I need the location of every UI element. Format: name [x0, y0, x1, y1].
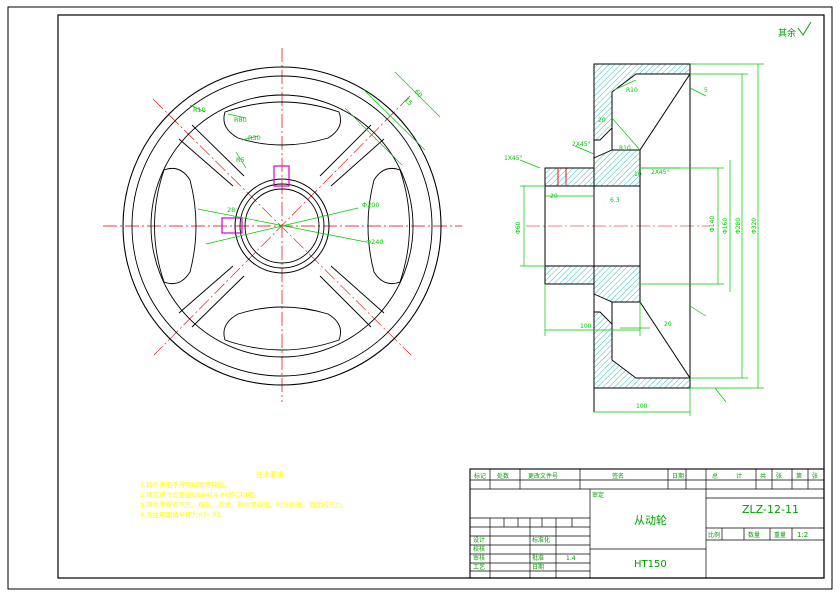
notes-line-4: 4.未注明圆角半径为R3~R5。	[140, 511, 228, 519]
hatch-top-rim	[593, 63, 691, 141]
sheet-inner-border	[57, 14, 825, 579]
corner-mark-text: 其余	[778, 27, 796, 39]
tb-right-3: 共	[760, 472, 766, 480]
front-dimension-labels: 60 15 R80 R10 R30 R5 Φ200 Φ240 28	[193, 88, 424, 246]
tb-head-4: 签名	[612, 472, 624, 480]
title-block	[469, 468, 825, 579]
section-view: R10 5 20 R10 1X45° 2X45° 10 2X45° 20 Φ14…	[504, 63, 764, 416]
dim-sec-14: Φ60	[515, 221, 522, 234]
title-block-text: 标记 处数 更改文件号 签名 日期 总 计 共 张 第 张 审定 设计 校核 审…	[473, 472, 818, 571]
dim-sec-15: 100	[580, 323, 592, 330]
hatch-hub-bottom	[544, 265, 641, 303]
dim-sec-16: 20	[664, 321, 672, 328]
tb-sign-1: 设计	[473, 536, 485, 544]
tb-sign-2: 校核	[473, 545, 485, 553]
section-keyway	[557, 168, 567, 186]
dim-sec-7: 10	[634, 171, 642, 178]
tb-head-5: 日期	[672, 472, 684, 480]
dim-sec-13: Φ320	[751, 218, 758, 234]
bore	[244, 188, 320, 264]
tb-head-2: 处数	[497, 472, 509, 480]
hub-ring	[239, 183, 325, 269]
corner-roughness-mark: 其余	[778, 21, 812, 39]
tb-right-6: 张	[812, 472, 818, 480]
front-dimension-lines	[189, 71, 441, 245]
tb-sheet-1: 比例	[708, 531, 720, 539]
hub-outer	[234, 178, 330, 274]
dim-sec-6: 2X45°	[572, 141, 591, 148]
tb-head-1: 标记	[474, 472, 486, 480]
dim-front-4: R10	[193, 106, 206, 114]
tb-sign-5: 标准化	[532, 536, 550, 544]
centerline-diagonal-a	[152, 98, 412, 356]
dim-front-2: 15	[403, 96, 415, 108]
notes-line-2: 2.铸造尺寸公差按GB6414-86的CT8级。	[140, 491, 261, 499]
tb-material: HT150	[634, 559, 667, 570]
rim-inner	[150, 94, 414, 358]
dim-front-9: 28	[227, 206, 235, 214]
spokes	[178, 124, 385, 328]
tb-part-name: 从动轮	[634, 513, 667, 527]
dim-sec-10: Φ140	[709, 216, 716, 232]
keyway-left	[221, 217, 243, 234]
dim-sec-8: 2X45°	[651, 169, 670, 176]
section-outline	[544, 64, 691, 412]
dim-front-6: R5	[236, 156, 245, 164]
notes-line-3: 3.铸件不得有气孔、缩孔、夹渣、裂纹等缺陷。时效处理，消除内应力。	[140, 501, 348, 509]
dim-sec-4: R10	[619, 145, 631, 152]
tb-scale: 1:2	[797, 531, 808, 539]
tb-stamp: 审定	[592, 491, 604, 499]
section-dimension-labels: R10 5 20 R10 1X45° 2X45° 10 2X45° 20 Φ14…	[504, 87, 758, 410]
outer-rim	[122, 66, 442, 386]
tb-sign-6: 批准	[532, 554, 544, 562]
tb-head-3: 更改文件号	[528, 472, 558, 480]
tb-sign-3: 审核	[473, 554, 485, 562]
technical-notes: 技术要求 1.铸件表面不得有砂眼等缺陷。 2.铸造尺寸公差按GB6414-86的…	[140, 470, 440, 520]
dim-sec-12: Φ280	[735, 218, 742, 234]
section-dimension-lines	[519, 63, 764, 416]
tb-small: 1.4	[566, 555, 576, 562]
tb-right-5: 第	[796, 472, 802, 480]
tb-sign-4: 工艺	[473, 563, 485, 571]
dim-front-7: Φ200	[362, 201, 380, 209]
tb-drawing-number: ZLZ-12-11	[742, 503, 799, 516]
dim-sec-11: Φ160	[722, 218, 729, 234]
dim-front-8: Φ240	[366, 238, 384, 246]
dim-sec-1: R10	[626, 87, 638, 94]
tb-right-4: 张	[776, 472, 782, 480]
dim-front-5: R30	[248, 134, 261, 142]
tb-sheet-2: 数量	[748, 531, 760, 539]
roughness-check-icon	[797, 21, 812, 36]
dim-sec-3: 20	[598, 117, 606, 124]
rim-second	[131, 75, 433, 377]
tb-sheet-3: 重量	[774, 531, 786, 539]
tb-sign-7: 日期	[532, 563, 544, 571]
dim-sec-17: 100	[636, 403, 648, 410]
dim-sec-18: 6.3	[610, 197, 620, 204]
notes-line-1: 1.铸件表面不得有砂眼等缺陷。	[140, 481, 231, 489]
dim-sec-2: 5	[704, 87, 708, 94]
dim-sec-9: 20	[550, 193, 558, 200]
dim-front-1: 60	[413, 88, 425, 100]
sheet-outer-border	[7, 6, 833, 590]
tb-right-2: 计	[736, 472, 742, 480]
lightening-windows	[154, 101, 410, 351]
keyway-top	[273, 165, 290, 187]
notes-title: 技术要求	[256, 471, 284, 479]
hatch-hub-top	[544, 149, 641, 187]
front-view: 60 15 R80 R10 R30 R5 Φ200 Φ240 28	[103, 48, 462, 402]
hatch-bottom-rim	[593, 311, 691, 389]
dim-front-3: R80	[234, 116, 247, 124]
tb-right-1: 总	[712, 472, 718, 480]
dim-sec-5: 1X45°	[504, 155, 523, 162]
